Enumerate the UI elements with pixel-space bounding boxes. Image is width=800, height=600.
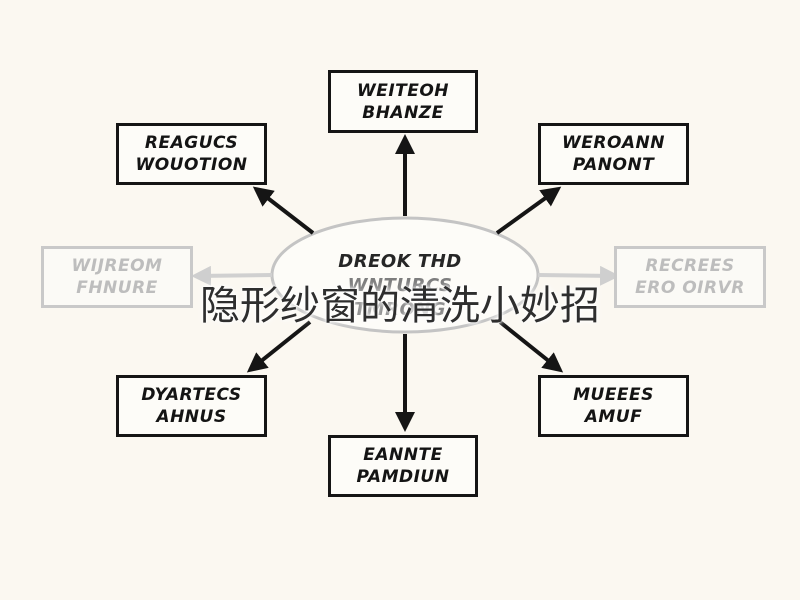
node-bottom-left-line1: DYARTECS [141, 385, 242, 405]
node-bottom-line1: EANNTE [363, 445, 443, 465]
node-bottom-right-line2: AMUF [584, 407, 643, 427]
arrow-to-top-left [252, 186, 315, 235]
node-top-left: REAGUCS WOUOTION [116, 123, 267, 185]
node-mid-left-line2: FHNURE [76, 278, 158, 298]
center-label-line2: WNTURCS TMRONG [347, 275, 453, 320]
node-top-right: WEROANN PANONT [538, 123, 689, 185]
node-top-line2: BHANZE [362, 102, 444, 123]
arrow-to-bottom-right [498, 320, 564, 373]
arrow-to-top-right [495, 186, 562, 235]
node-mid-left-line1: WIJREOM [71, 256, 163, 276]
node-bottom-right: MUEEES AMUF [538, 375, 689, 437]
arrow-to-bottom-left [246, 320, 312, 373]
node-top-left-line2: WOUOTION [135, 155, 248, 175]
node-bottom-left: DYARTECS AHNUS [116, 375, 267, 437]
node-top-right-line2: PANONT [572, 155, 655, 175]
node-top: WEITEOH BHANZE [328, 70, 478, 133]
node-top-right-line1: WEROANN [561, 133, 666, 153]
arrow-to-mid-left [191, 265, 273, 286]
node-top-left-line1: REAGUCS [144, 133, 239, 153]
node-mid-right-line2: ERO OIRVR [635, 278, 745, 298]
arrow-to-mid-right [537, 265, 620, 286]
node-mid-right-line1: RECREES [645, 256, 735, 276]
node-bottom-left-line2: AHNUS [156, 407, 227, 427]
center-label-line1: DREOK THD [338, 251, 462, 272]
node-bottom-line2: PAMDIUN [356, 467, 450, 487]
node-mid-right: RECREES ERO OIRVR [614, 246, 766, 308]
center-label: DREOK THD WNTURCS TMRONG [300, 250, 500, 322]
node-top-line1: WEITEOH [356, 80, 450, 101]
node-mid-left: WIJREOM FHNURE [41, 246, 193, 308]
node-bottom: EANNTE PAMDIUN [328, 435, 478, 497]
overlay-title: 隐形纱窗的清洗小妙招 [200, 283, 600, 329]
node-bottom-right-line1: MUEEES [573, 385, 654, 405]
